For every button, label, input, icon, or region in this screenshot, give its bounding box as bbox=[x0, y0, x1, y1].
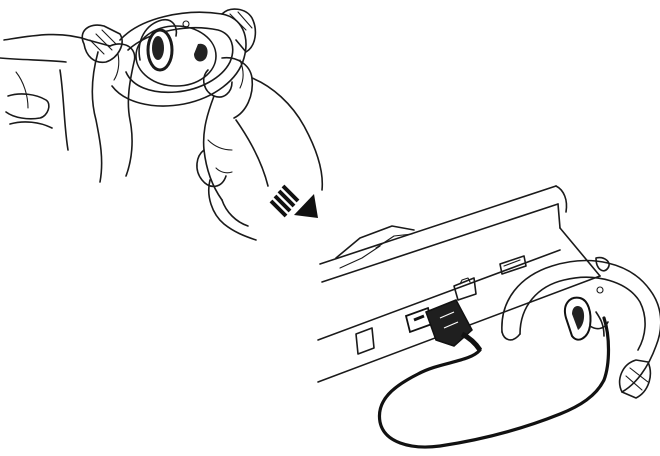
side-port bbox=[356, 328, 374, 354]
laptop bbox=[318, 186, 600, 382]
arrow-down-right-icon bbox=[271, 186, 318, 218]
headband-device bbox=[502, 258, 660, 398]
connect-panel bbox=[318, 186, 660, 447]
usb-plug bbox=[406, 300, 480, 350]
